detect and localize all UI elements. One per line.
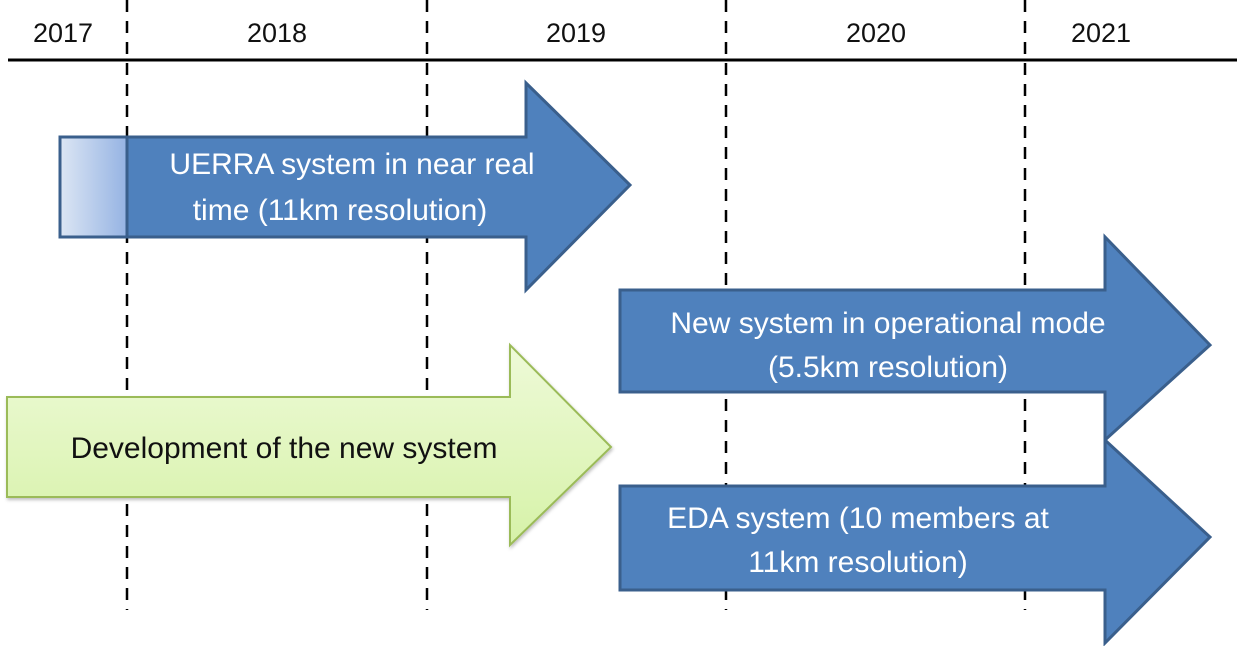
new-system-label-line-2: (5.5km resolution) (768, 351, 1008, 384)
uerra-arrow-shape (125, 79, 633, 294)
arrow-eda: EDA system (10 members at 11km resolutio… (618, 436, 1213, 646)
eda-label-line-1: EDA system (10 members at (667, 502, 1049, 535)
uerra-label-line-2: time (11km resolution) (193, 194, 488, 227)
year-label: 2017 (33, 18, 93, 48)
year-label: 2021 (1071, 18, 1131, 48)
arrow-development: Development of the new system (6, 342, 613, 548)
new-system-label-line-1: New system in operational mode (670, 307, 1105, 340)
year-label: 2020 (846, 18, 906, 48)
year-label: 2019 (546, 18, 606, 48)
year-labels: 2017 2018 2019 2020 2021 (33, 18, 1131, 48)
eda-arrow-shape (618, 436, 1213, 646)
year-label: 2018 (247, 18, 307, 48)
development-arrow-shape (6, 342, 613, 548)
uerra-lead-segment (58, 135, 129, 239)
new-system-arrow-shape (618, 233, 1213, 444)
uerra-label-line-1: UERRA system in near real (169, 148, 534, 181)
development-label: Development of the new system (71, 432, 498, 465)
eda-label-line-2: 11km resolution) (748, 546, 968, 579)
arrow-new-system: New system in operational mode (5.5km re… (618, 233, 1213, 444)
arrow-uerra: UERRA system in near real time (11km res… (58, 79, 633, 294)
